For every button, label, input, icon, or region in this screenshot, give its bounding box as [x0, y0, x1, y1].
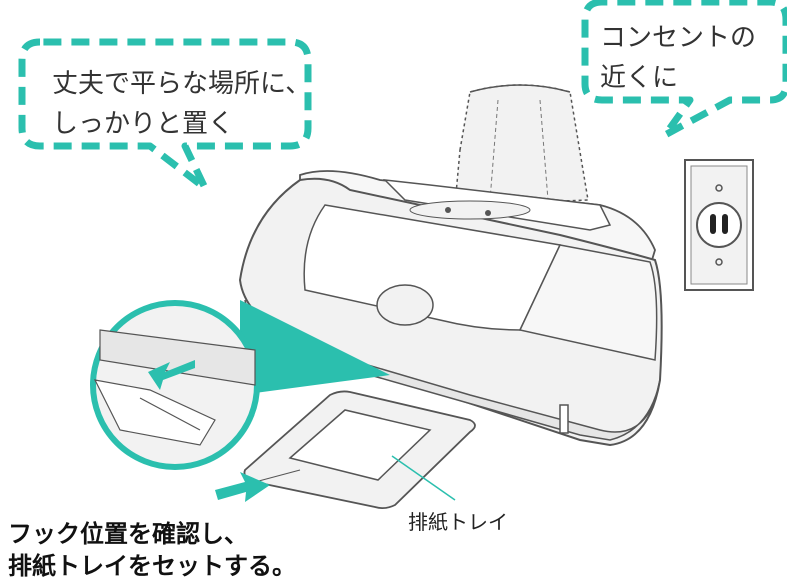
printer-body — [238, 170, 663, 447]
bubble-left-line2: しっかりと置く — [52, 109, 235, 139]
instruction-text: フック位置を確認し、 排紙トレイをセットする。 — [8, 518, 296, 582]
bubble-right-line1: コンセントの — [600, 23, 757, 53]
wall-outlet — [684, 159, 754, 291]
insert-arrow — [215, 472, 270, 502]
zoom-direction-arrow — [148, 360, 195, 390]
output-tray — [243, 390, 476, 510]
bubble-left-line1: 丈夫で平らな場所に、 — [52, 69, 312, 99]
bubble-right-line2: 近くに — [600, 63, 679, 93]
speech-bubble-left — [18, 38, 312, 192]
bubble-right-text: コンセントの 近くに — [600, 18, 756, 98]
zoom-callout — [90, 300, 390, 470]
instruction-line2: 排紙トレイをセットする。 — [8, 552, 296, 580]
output-tray-label: 排紙トレイ — [408, 510, 508, 534]
instruction-line1: フック位置を確認し、 — [8, 520, 248, 548]
bubble-left-text: 丈夫で平らな場所に、 しっかりと置く — [52, 64, 311, 144]
tray-leader-line — [391, 455, 456, 501]
paper-support — [454, 84, 589, 206]
speech-bubble-right — [581, 0, 787, 139]
